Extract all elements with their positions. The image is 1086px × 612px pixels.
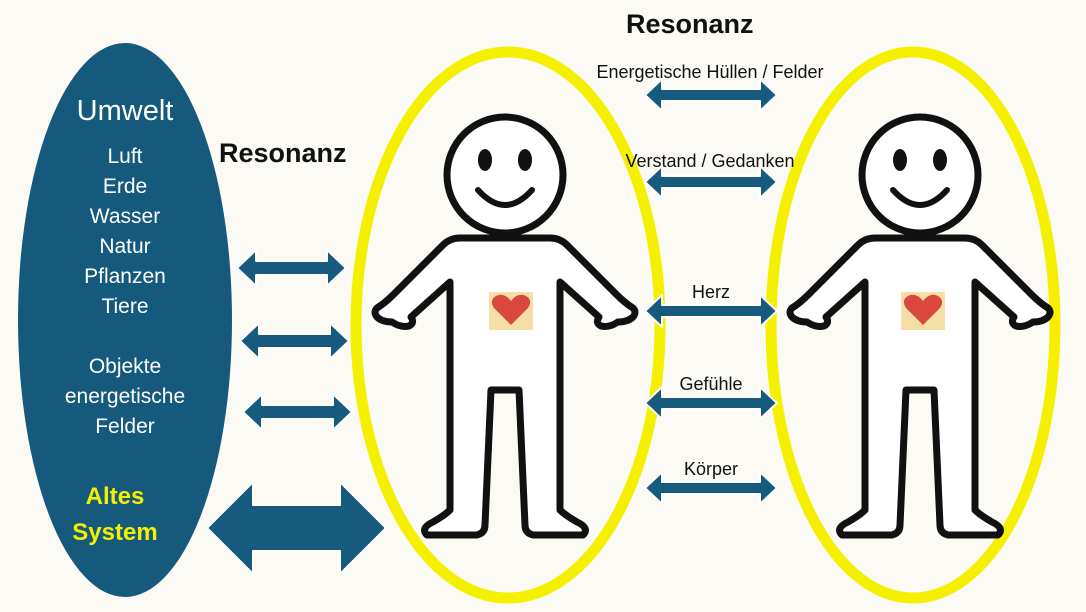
connection-label: Herz [691, 282, 731, 302]
environment-item: Natur [99, 235, 151, 258]
double-arrow-icon [644, 78, 778, 112]
double-arrow-icon [239, 322, 350, 360]
environment-object-line: energetische [64, 385, 186, 408]
double-arrow-icon [206, 481, 387, 575]
environment-item: Pflanzen [84, 265, 166, 288]
connection-label: Gefühle [679, 374, 743, 394]
double-arrow-icon [242, 393, 353, 431]
connection-label: Verstand / Gedanken [625, 151, 795, 171]
double-arrow-icon [644, 386, 778, 420]
heart-icon [489, 292, 533, 330]
double-arrow-icon [236, 249, 347, 287]
environment-object-line: Felder [95, 415, 155, 438]
old-system-label: System [72, 519, 158, 546]
double-arrow-icon [644, 471, 778, 505]
resonance-label-top: Resonanz [626, 9, 754, 39]
double-arrow-icon [644, 294, 778, 328]
double-arrow-icon [644, 165, 778, 199]
environment-item: Luft [107, 145, 143, 168]
resonance-label-left: Resonanz [219, 138, 347, 168]
aura-right [765, 46, 1061, 604]
heart-icon [901, 292, 945, 330]
environment-ellipse [18, 43, 232, 597]
connection-label: Körper [683, 459, 739, 479]
environment-object-line: Objekte [88, 355, 162, 378]
environment-item: Wasser [89, 205, 161, 228]
environment-item: Erde [102, 175, 148, 198]
environment-title: Umwelt [76, 95, 174, 127]
old-system-label: Altes [85, 483, 145, 510]
environment-item: Tiere [101, 295, 149, 318]
connection-label: Energetische Hüllen / Felder [596, 62, 824, 82]
